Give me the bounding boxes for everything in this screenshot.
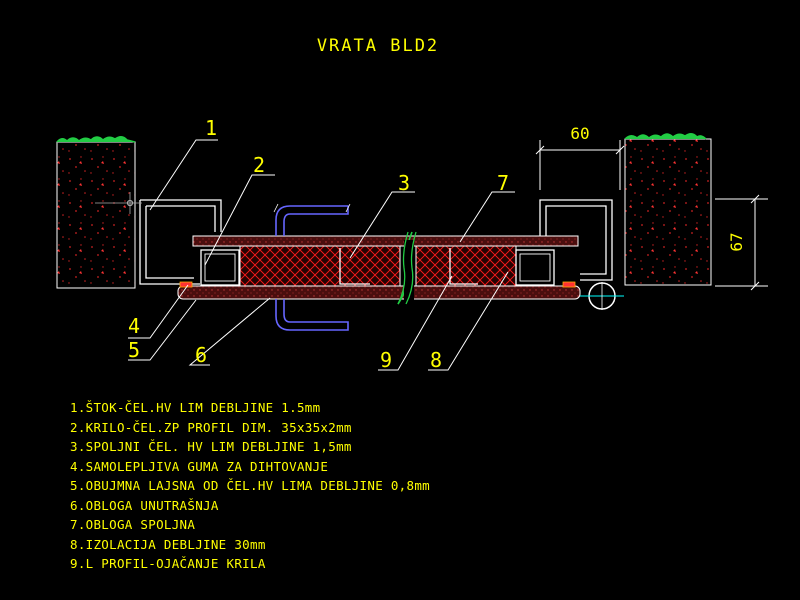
l-profile-left (339, 248, 370, 285)
callout-4: 4 (128, 314, 140, 338)
insulation-core-right (415, 245, 517, 287)
right-frame-profile (539, 199, 613, 281)
outer-cladding (192, 235, 579, 247)
seal-right (562, 281, 576, 288)
callout-6: 6 (195, 343, 207, 367)
legend-item-5: 5.OBUJMNA LAJSNA OD ČEL.HV LIMA DEBLJINE… (70, 478, 430, 493)
left-wall-grass (56, 136, 136, 143)
legend-item-9: 9.L PROFIL-OJAČANJE KRILA (70, 556, 266, 571)
callout-3: 3 (398, 171, 410, 195)
right-wall (624, 133, 712, 286)
dimension-height (715, 194, 768, 291)
door-handle (273, 203, 351, 331)
drawing-title: VRATA BLD2 (317, 36, 439, 56)
seal-left (179, 281, 193, 288)
legend-item-6: 6.OBLOGA UNUTRAŠNJA (70, 497, 219, 513)
legend-item-2: 2.KRILO-ČEL.ZP PROFIL DIM. 35x35x2mm (70, 419, 352, 435)
leaf-profile-right (515, 249, 555, 286)
callout-9: 9 (380, 348, 392, 372)
door-leaf (177, 231, 581, 305)
legend-item-8: 8.IZOLACIJA DEBLJINE 30mm (70, 536, 266, 552)
legend-item-4: 4.SAMOLEPLJIVA GUMA ZA DIHTOVANJE (70, 458, 329, 474)
legend-item-7: 7.OBLOGA SPOLJNA (70, 517, 196, 532)
legend-item-1: 1.ŠTOK-ČEL.HV LIM DEBLJINE 1.5mm (70, 400, 321, 415)
legend-item-3: 3.SPOLJNI ČEL. HV LIM DEBLJINE 1,5mm (70, 439, 352, 454)
insulation-core-left (239, 245, 401, 287)
dimension-height-value: 67 (727, 232, 746, 251)
dimension-width-value: 60 (570, 124, 589, 143)
callout-5: 5 (128, 338, 140, 362)
left-wall (56, 136, 136, 289)
legend-list: 1.ŠTOK-ČEL.HV LIM DEBLJINE 1.5mm 2.KRILO… (70, 398, 430, 574)
right-wall-grass (624, 133, 707, 140)
callout-8: 8 (430, 348, 442, 372)
inner-cladding (177, 285, 581, 300)
leader-lines (128, 139, 515, 371)
leaf-profile-left (200, 249, 240, 286)
callout-1: 1 (205, 116, 217, 140)
l-profile-right (449, 248, 478, 285)
hinge (580, 282, 624, 310)
dimension-width (535, 140, 625, 190)
callout-7: 7 (497, 171, 509, 195)
callout-2: 2 (253, 153, 265, 177)
